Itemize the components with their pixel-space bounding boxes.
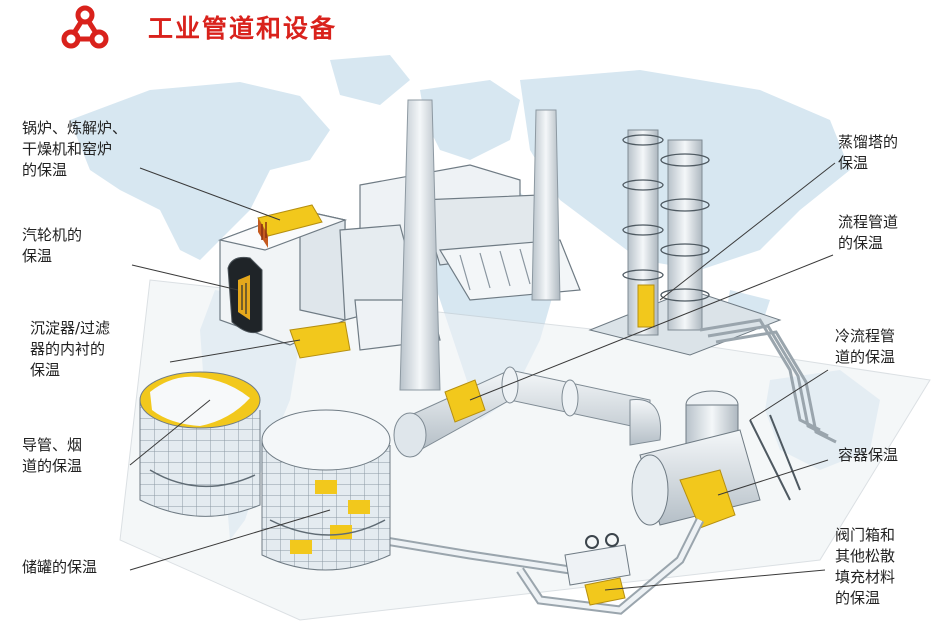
leader-process-pipe: [469, 254, 834, 401]
leader-tank: [129, 509, 331, 571]
valve-box: [379, 517, 705, 615]
leader-duct: [129, 399, 211, 466]
label-boiler-line: 的保温: [22, 161, 68, 179]
label-valve-box-line: 填充材料: [835, 568, 896, 586]
label-duct-line: 导管、烟: [22, 436, 83, 454]
label-column-line: 蒸馏塔的: [838, 133, 899, 151]
leader-valve-box: [604, 569, 826, 591]
turbine-cutaway: [227, 257, 263, 334]
label-valve-box-line: 阀门箱和: [835, 526, 896, 544]
vessel: [631, 390, 801, 529]
map-europe: [420, 80, 520, 160]
distillation-columns: [588, 129, 782, 356]
label-process-pipe-line: 的保温: [838, 234, 884, 252]
label-settler-line: 保温: [30, 361, 61, 379]
label-vessel-line: 容器保温: [838, 446, 899, 464]
map-north-america: [70, 82, 330, 260]
label-column-line: 保温: [838, 154, 869, 172]
label-tank: 储罐的保温: [22, 557, 97, 578]
label-duct: 导管、烟 道的保温: [22, 435, 82, 477]
label-turbine-line: 保温: [22, 247, 53, 265]
storage-tank-right: [261, 409, 391, 571]
leader-column: [659, 162, 836, 301]
leader-turbine: [131, 264, 239, 291]
boiler-insulation: [257, 204, 323, 248]
label-settler-line: 沉淀器/过滤: [30, 319, 111, 337]
label-cold-pipe-line: 冷流程管: [835, 327, 896, 345]
label-boiler: 锅炉、炼解炉、 干燥机和窑炉 的保温: [22, 118, 127, 181]
label-cold-pipe: 冷流程管 道的保温: [835, 326, 895, 368]
label-settler-line: 器的内衬的: [30, 340, 106, 358]
label-vessel: 容器保温: [838, 445, 898, 466]
power-house: [359, 164, 581, 301]
label-settler: 沉淀器/过滤 器的内衬的 保温: [30, 318, 110, 381]
label-process-pipe-line: 流程管道: [838, 213, 899, 231]
leader-vessel: [717, 459, 829, 496]
leader-lines: [129, 162, 836, 591]
hexagon-network-icon: [61, 5, 109, 49]
label-valve-box-line: 其他松散: [835, 547, 896, 565]
chimneys: [399, 99, 561, 391]
label-boiler-line: 干燥机和窑炉: [22, 140, 113, 158]
label-valve-box-line: 的保温: [835, 589, 881, 607]
label-duct-line: 道的保温: [22, 457, 83, 475]
main-duct: [393, 366, 662, 458]
leader-settler: [169, 339, 301, 363]
leader-boiler: [139, 167, 281, 221]
map-greenland: [330, 55, 410, 105]
leader-cold-pipe: [749, 369, 829, 421]
settler-insulation: [289, 321, 351, 359]
label-column: 蒸馏塔的 保温: [838, 132, 898, 174]
label-valve-box: 阀门箱和 其他松散 填充材料 的保温: [835, 525, 895, 609]
label-tank-line: 储罐的保温: [22, 558, 98, 576]
storage-tank-left: [139, 371, 261, 517]
page-title: 工业管道和设备: [148, 14, 338, 43]
process-pipes: [699, 318, 837, 444]
label-turbine: 汽轮机的 保温: [22, 225, 82, 267]
label-turbine-line: 汽轮机的: [22, 226, 83, 244]
label-cold-pipe-line: 道的保温: [835, 348, 896, 366]
label-process-pipe: 流程管道 的保温: [838, 212, 898, 254]
label-boiler-line: 锅炉、炼解炉、: [22, 119, 128, 137]
